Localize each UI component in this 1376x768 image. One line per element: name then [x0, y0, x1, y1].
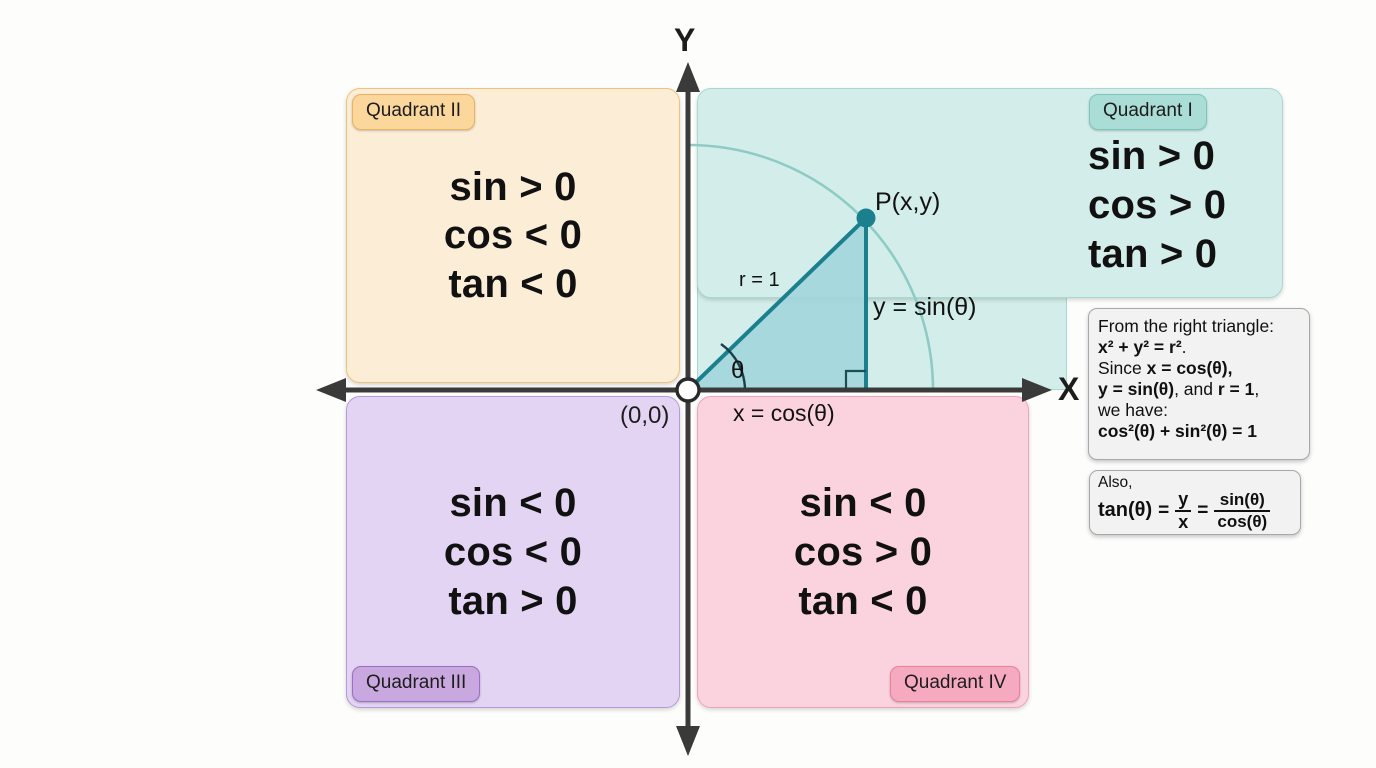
x-leg-label: x = cos(θ)	[733, 400, 835, 426]
note-line-4-expr2: r = 1	[1217, 379, 1255, 399]
quadrant-2-signs: sin > 0 cos < 0 tan < 0	[347, 162, 679, 308]
note-line-6-identity: cos²(θ) + sin²(θ) = 1	[1098, 421, 1257, 441]
note-line-4: y = sin(θ), and r = 1,	[1098, 379, 1300, 400]
quadrant-2-cos: cos < 0	[443, 213, 583, 258]
quadrant-4-badge: Quadrant IV	[890, 666, 1021, 702]
fraction-2-denominator: cos(θ)	[1217, 511, 1268, 531]
tangent-formula-row: tan(θ) = y x = sin(θ) cos(θ)	[1098, 490, 1292, 531]
pythagorean-identity-note: From the right triangle: x² + y² = r². S…	[1088, 308, 1310, 460]
quadrant-3-sin: sin < 0	[449, 480, 577, 525]
y-leg-label: y = sin(θ)	[873, 293, 977, 321]
note-line-4-and: , and	[1174, 379, 1218, 399]
quadrant-3-signs: sin < 0 cos < 0 tan > 0	[347, 479, 679, 625]
note-line-3-lead: Since	[1098, 358, 1147, 378]
fraction-sin-over-cos: sin(θ) cos(θ)	[1214, 490, 1271, 531]
fraction-2-numerator: sin(θ)	[1219, 490, 1265, 510]
quadrant-2-badge: Quadrant II	[352, 94, 476, 130]
quadrant-4-box: sin < 0 cos > 0 tan < 0	[697, 396, 1029, 708]
quadrant-2-sin: sin > 0	[449, 164, 577, 209]
quadrant-1-badge: Quadrant I	[1089, 94, 1207, 130]
note-line-2-period: .	[1181, 337, 1187, 357]
quadrant-1-sin: sin > 0	[1088, 134, 1216, 179]
y-axis-arrow-up	[676, 62, 700, 92]
quadrant-3-badge: Quadrant III	[352, 666, 481, 702]
right-angle-marker	[844, 369, 866, 390]
quadrant-4-sin: sin < 0	[799, 480, 927, 525]
note-line-2-expr: x² + y² = r²	[1098, 337, 1182, 357]
quadrant-3-cos: cos < 0	[443, 529, 583, 574]
point-p-label: P(x,y)	[875, 188, 941, 216]
note-line-2: x² + y² = r².	[1098, 337, 1300, 358]
note-line-6: cos²(θ) + sin²(θ) = 1	[1098, 421, 1300, 442]
note-line-3-expr: x = cos(θ),	[1146, 358, 1233, 378]
note-line-4-comma: ,	[1254, 379, 1260, 399]
quadrant-2-tan: tan < 0	[448, 261, 578, 306]
point-p-marker	[856, 208, 876, 228]
note-line-1: From the right triangle:	[1098, 316, 1275, 336]
quadrant-3-box: sin < 0 cos < 0 tan > 0	[346, 396, 680, 708]
quadrant-4-signs: sin < 0 cos > 0 tan < 0	[698, 479, 1028, 625]
note-line-3: Since x = cos(θ),	[1098, 358, 1300, 379]
tangent-equals-1: =	[1158, 499, 1170, 521]
y-axis-arrow-down	[676, 726, 700, 756]
quadrant-1-signs: sin > 0 cos > 0 tan > 0	[698, 132, 1282, 278]
quadrant-1-tan: tan > 0	[1088, 231, 1218, 276]
radius-label: r = 1	[739, 269, 780, 291]
x-axis-arrow-right	[1022, 378, 1052, 402]
tangent-note-also: Also,	[1098, 474, 1133, 491]
tangent-equals-2: =	[1197, 499, 1209, 521]
note-line-4-expr1: y = sin(θ)	[1098, 379, 1175, 399]
x-axis-label: X	[1058, 371, 1080, 407]
origin-coordinate-label: (0,0)	[620, 402, 670, 429]
note-line-5: we have:	[1098, 400, 1169, 420]
origin-marker	[675, 377, 701, 403]
quadrant-3-tan: tan > 0	[448, 578, 578, 623]
quadrant-4-cos: cos > 0	[793, 529, 933, 574]
quadrant-1-cos: cos > 0	[1088, 183, 1227, 228]
tangent-lead: tan(θ)	[1098, 499, 1153, 522]
x-axis-arrow-left	[316, 378, 346, 402]
tangent-identity-note: Also, tan(θ) = y x = sin(θ) cos(θ)	[1089, 470, 1301, 535]
fraction-2-bar	[1214, 509, 1271, 512]
quadrant-2-box: sin > 0 cos < 0 tan < 0	[346, 88, 680, 383]
fraction-1-denominator: x	[1178, 511, 1189, 532]
fraction-y-over-x: y x	[1175, 489, 1192, 532]
theta-angle-arc	[720, 343, 747, 391]
fraction-1-bar	[1175, 509, 1192, 512]
quadrant-4-tan: tan < 0	[798, 578, 928, 623]
theta-label: θ	[731, 357, 745, 384]
y-axis-label: Y	[674, 22, 696, 58]
fraction-1-numerator: y	[1178, 489, 1189, 510]
